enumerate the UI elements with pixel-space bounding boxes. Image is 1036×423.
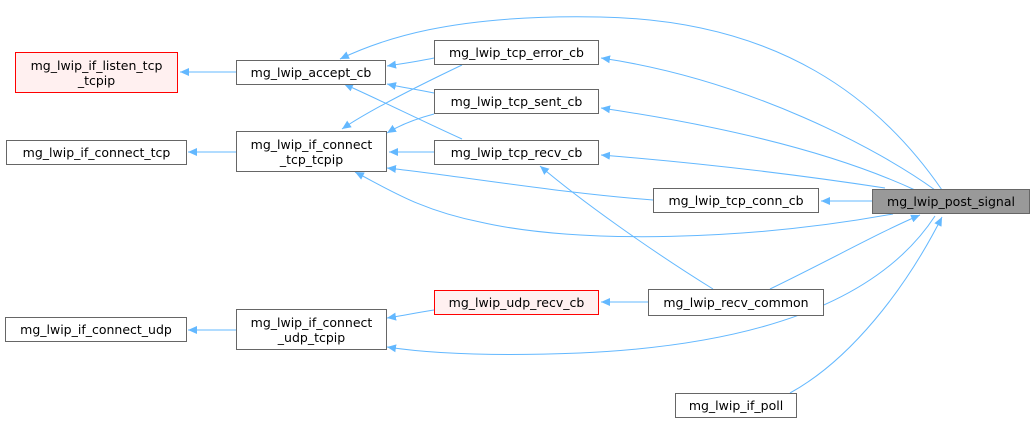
edge-post-signal-to-connect-tcp-tcpip bbox=[354, 171, 894, 238]
node-label: mg_lwip_if_poll bbox=[688, 398, 784, 413]
node-label: mg_lwip_tcp_error_cb bbox=[449, 45, 584, 60]
edge-error-cb-to-accept bbox=[386, 57, 435, 69]
node-label: mg_lwip_recv_common bbox=[663, 295, 809, 310]
edge-post-signal-to-sent-cb bbox=[600, 105, 916, 191]
node-mg-lwip-tcp-recv-cb[interactable]: mg_lwip_tcp_recv_cb bbox=[434, 140, 599, 165]
node-mg-lwip-if-connect-udp-tcpip[interactable]: mg_lwip_if_connect _udp_tcpip bbox=[236, 309, 387, 350]
node-mg-lwip-accept-cb[interactable]: mg_lwip_accept_cb bbox=[236, 60, 386, 85]
edge-post-signal-to-accept bbox=[339, 16, 943, 191]
node-label: mg_lwip_tcp_sent_cb bbox=[450, 94, 583, 109]
node-mg-lwip-post-signal: mg_lwip_post_signal bbox=[872, 189, 1030, 214]
node-label-line-1: mg_lwip_if_connect bbox=[250, 314, 373, 330]
node-label-line-2: _tcpip bbox=[77, 72, 116, 88]
edge-post-signal-to-error-cb bbox=[600, 55, 936, 191]
node-label: mg_lwip_udp_recv_cb bbox=[448, 295, 585, 310]
edge-conn-cb-to-connect-tcp-tcpip bbox=[386, 165, 654, 201]
node-mg-lwip-tcp-conn-cb[interactable]: mg_lwip_tcp_conn_cb bbox=[653, 188, 819, 213]
node-label-line-1: mg_lwip_if_listen_tcp bbox=[30, 57, 163, 73]
node-mg-lwip-if-connect-udp[interactable]: mg_lwip_if_connect_udp bbox=[5, 317, 187, 342]
node-mg-lwip-udp-recv-cb[interactable]: mg_lwip_udp_recv_cb bbox=[434, 290, 599, 315]
edge-udp-recv-cb-to-connect-udp-tcpip bbox=[386, 309, 435, 321]
node-label: mg_lwip_if_connect_tcp bbox=[22, 145, 171, 160]
node-label: mg_lwip_post_signal bbox=[887, 194, 1015, 209]
node-label-line-2: _tcp_tcpip bbox=[279, 151, 344, 167]
edge-post-signal-to-connect-udp-tcpip bbox=[386, 215, 936, 355]
edge-recv-common-to-post-signal bbox=[769, 214, 921, 290]
node-label: mg_lwip_accept_cb bbox=[250, 65, 372, 80]
edge-sent-cb-to-accept bbox=[386, 82, 435, 94]
edge-poll-to-post-signal bbox=[789, 216, 943, 394]
edge-sent-cb-to-connect-tcp-tcpip bbox=[386, 113, 435, 134]
node-label: mg_lwip_tcp_recv_cb bbox=[450, 145, 583, 160]
node-label: mg_lwip_if_connect_udp bbox=[20, 322, 172, 337]
node-label: mg_lwip_tcp_conn_cb bbox=[668, 193, 804, 208]
edge-post-signal-to-recv-cb bbox=[600, 151, 886, 189]
node-mg-lwip-tcp-sent-cb[interactable]: mg_lwip_tcp_sent_cb bbox=[434, 89, 599, 114]
node-mg-lwip-if-poll[interactable]: mg_lwip_if_poll bbox=[675, 393, 797, 418]
node-label-line-2: _udp_tcpip bbox=[277, 329, 346, 345]
node-mg-lwip-if-listen-tcp-tcpip[interactable]: mg_lwip_if_listen_tcp _tcpip bbox=[15, 52, 178, 93]
node-mg-lwip-recv-common[interactable]: mg_lwip_recv_common bbox=[648, 289, 824, 316]
edge-recv-common-to-recv-cb bbox=[539, 165, 714, 290]
edge-error-cb-to-connect-tcp-tcpip bbox=[341, 64, 463, 130]
edge-recv-cb-to-accept bbox=[343, 83, 463, 140]
node-mg-lwip-if-connect-tcp-tcpip[interactable]: mg_lwip_if_connect _tcp_tcpip bbox=[236, 131, 387, 172]
node-label-line-1: mg_lwip_if_connect bbox=[250, 136, 373, 152]
node-mg-lwip-tcp-error-cb[interactable]: mg_lwip_tcp_error_cb bbox=[434, 40, 599, 65]
node-mg-lwip-if-connect-tcp[interactable]: mg_lwip_if_connect_tcp bbox=[6, 140, 187, 165]
